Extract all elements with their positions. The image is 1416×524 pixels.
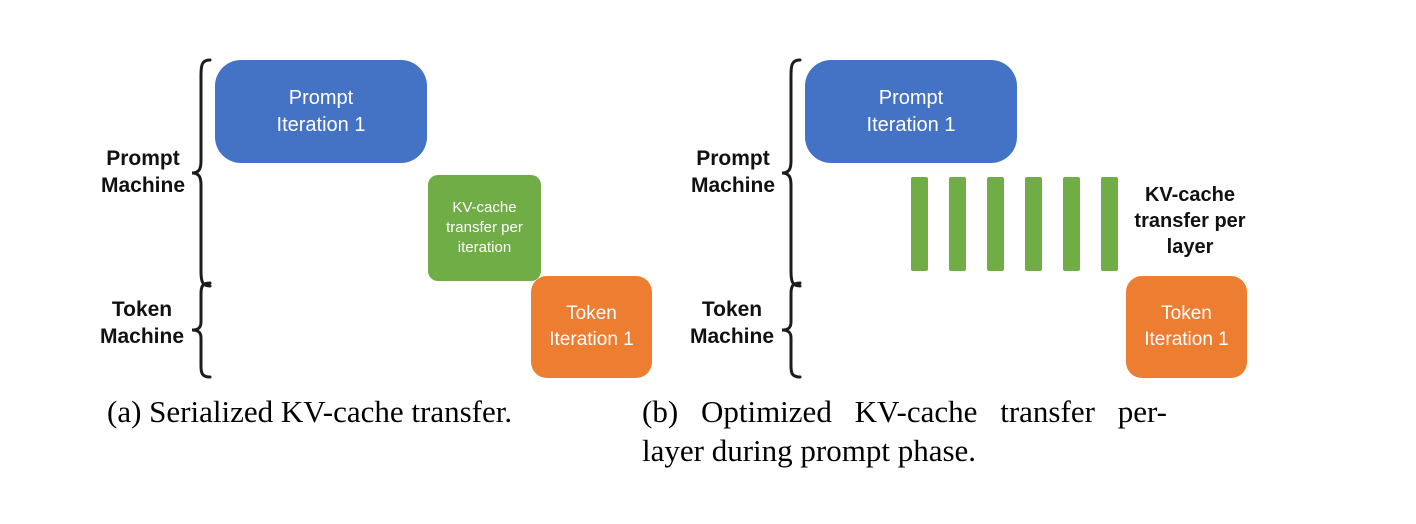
kv-bar [949, 177, 966, 271]
caption-b: (b) Optimized KV-cache transfer per-laye… [642, 394, 1167, 468]
kv-bar [1025, 177, 1042, 271]
token-iteration-box-b: Token Iteration 1 [1126, 276, 1247, 378]
kv-cache-transfer-box-a: KV-cache transfer per iteration [428, 175, 541, 281]
token-machine-brace-b [781, 281, 802, 379]
kv-bar [1063, 177, 1080, 271]
token-iteration-box-a: Token Iteration 1 [531, 276, 652, 378]
kv-bars [911, 177, 1118, 271]
prompt-machine-brace-b [781, 58, 802, 288]
token-machine-label-b: Token Machine [689, 298, 775, 348]
token-machine-label-a: Token Machine [99, 298, 185, 348]
token-machine-brace-a [191, 281, 212, 379]
kv-bar [911, 177, 928, 271]
prompt-machine-brace-a [191, 58, 212, 288]
prompt-iteration-box-b: Prompt Iteration 1 [805, 60, 1017, 163]
kv-bar [987, 177, 1004, 271]
kv-bar [1101, 177, 1118, 271]
caption-a: (a) Serialized KV-cache transfer. [107, 394, 513, 429]
prompt-machine-label-b: Prompt Machine [690, 147, 776, 197]
prompt-machine-label-a: Prompt Machine [100, 147, 186, 197]
kv-transfer-per-layer-label: KV-cache transfer per layer [1134, 184, 1246, 258]
prompt-iteration-box-a: Prompt Iteration 1 [215, 60, 427, 163]
